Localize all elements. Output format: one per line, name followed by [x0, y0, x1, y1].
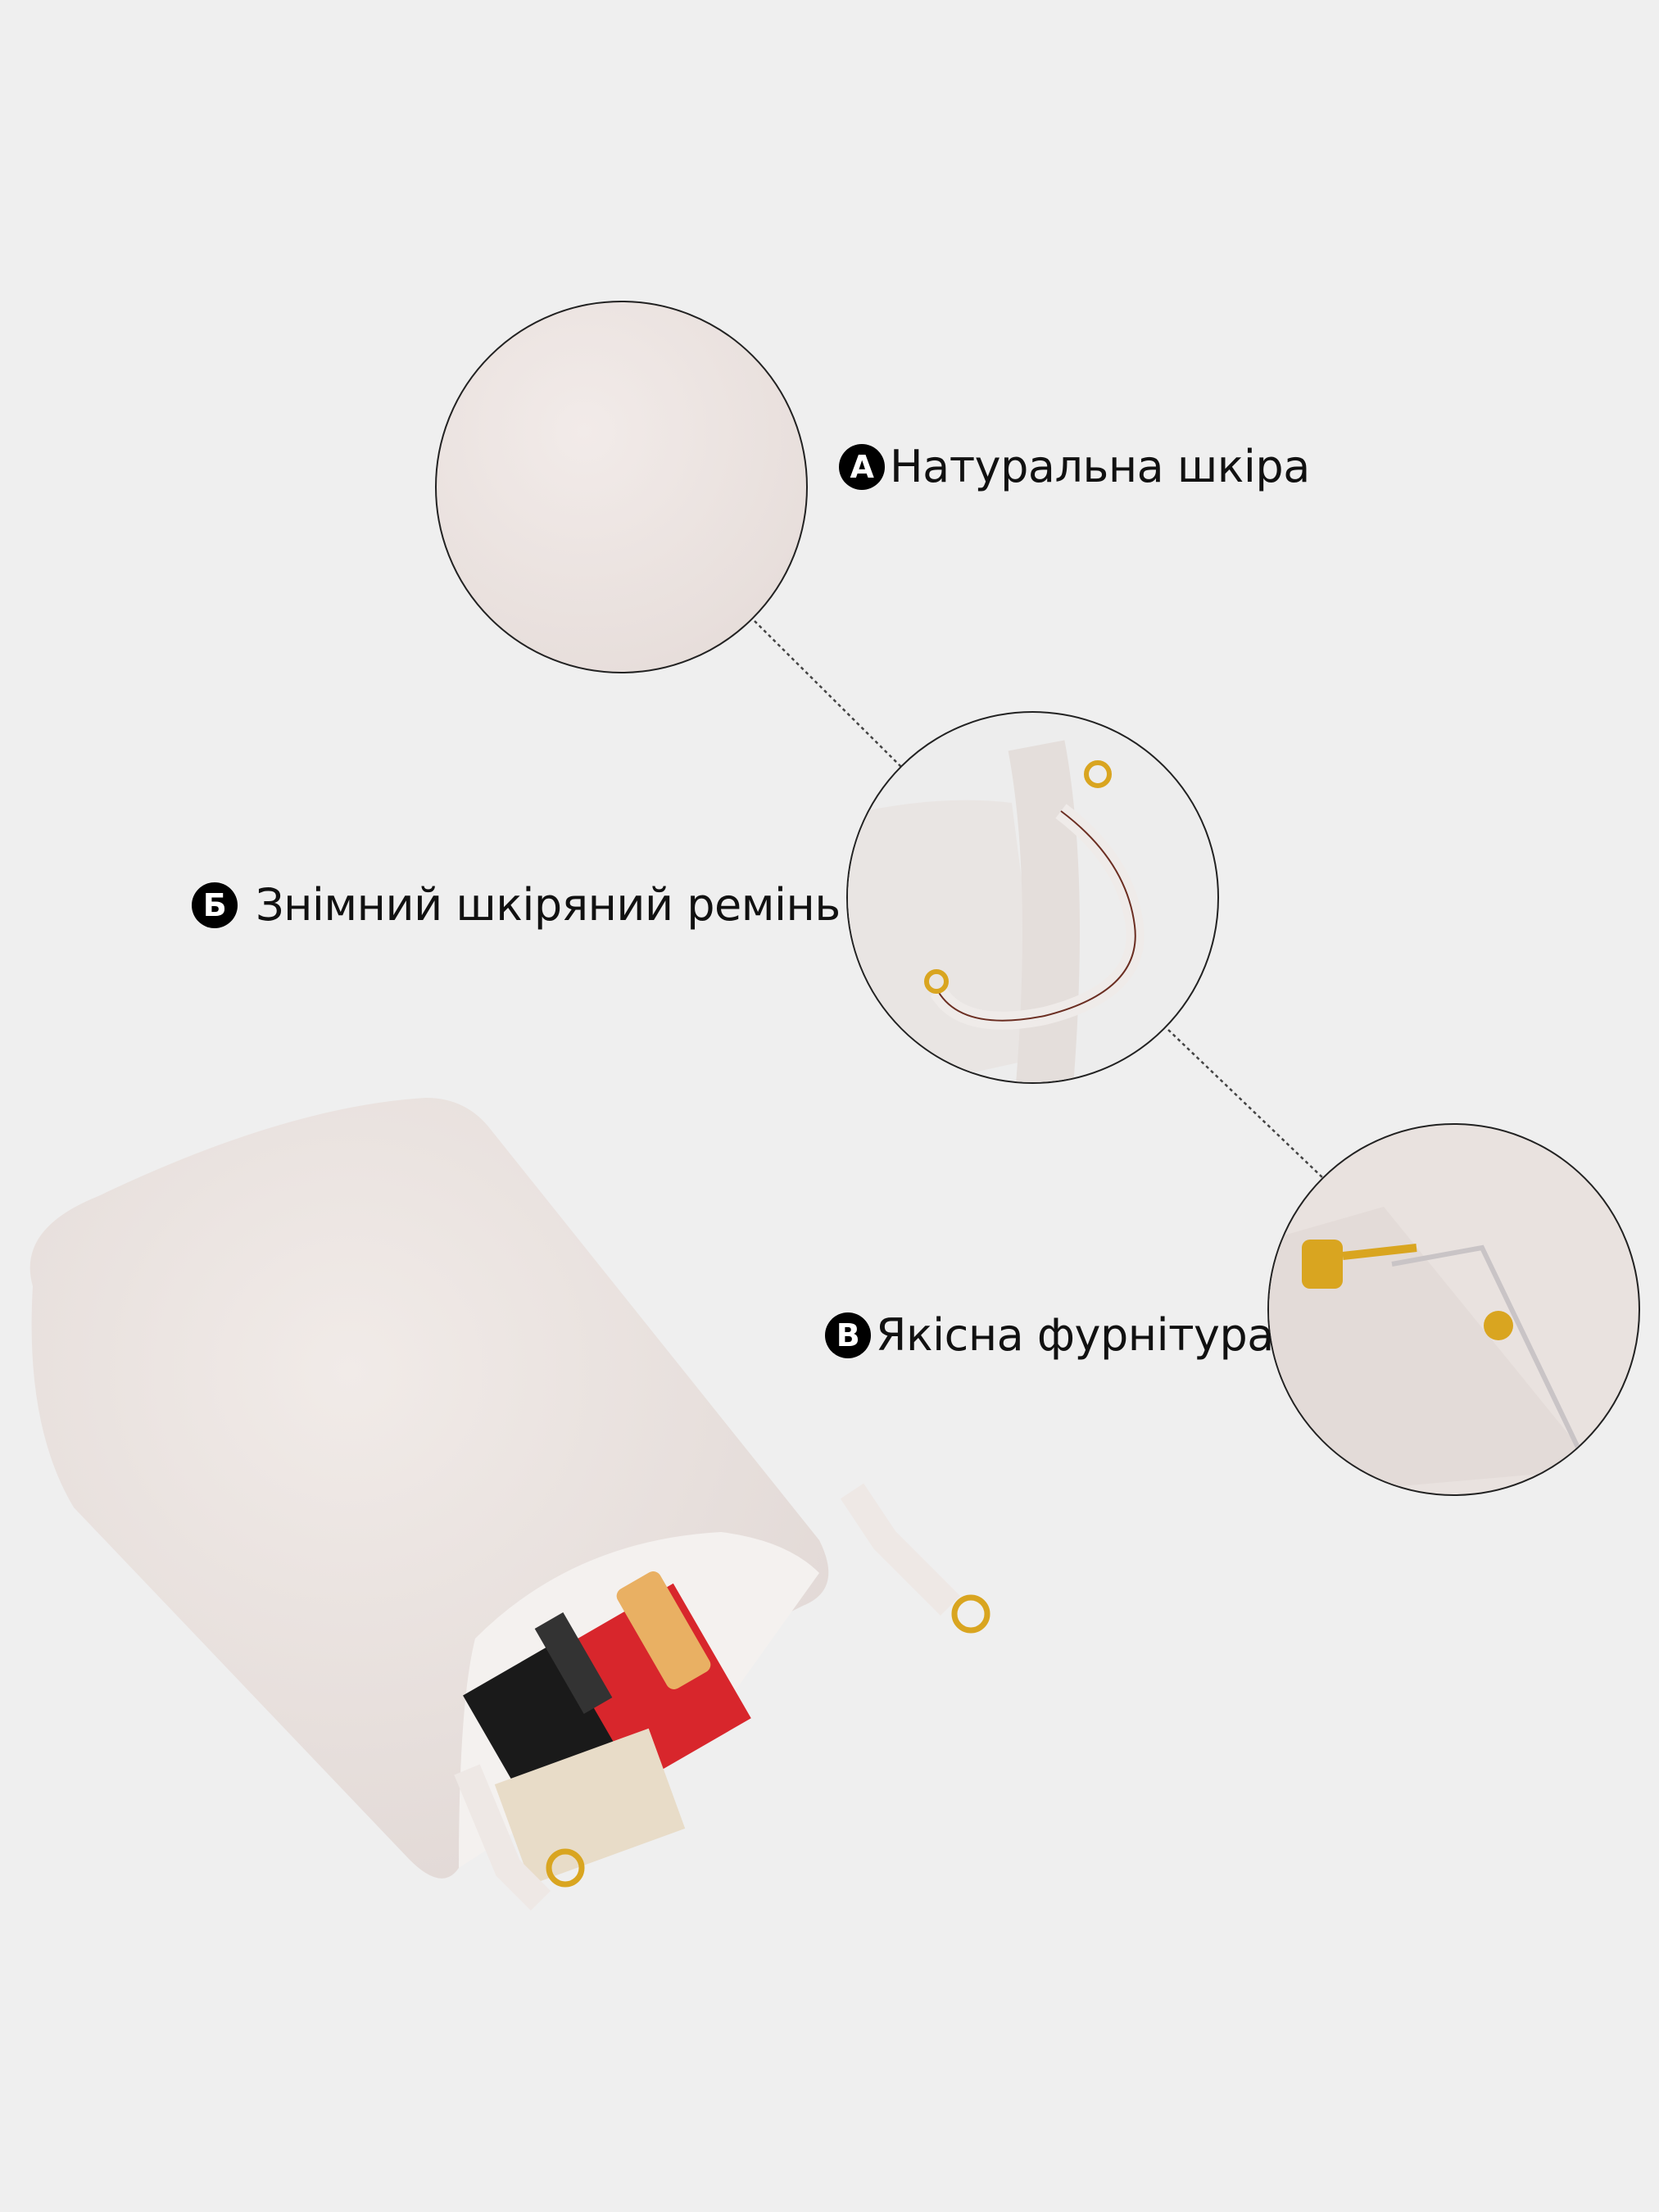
feature-text: Натуральна шкіра — [890, 441, 1310, 492]
badge-a: A — [839, 443, 885, 490]
feature-text: Знімний шкіряний ремінь — [256, 879, 841, 931]
feature-text: Якісна фурнітура — [876, 1309, 1274, 1361]
strap-closeup — [846, 711, 1219, 1084]
leather-texture-closeup — [435, 301, 808, 673]
badge-v: В — [825, 1312, 871, 1358]
feature-label-detachable-strap: Б Знімний шкіряний ремінь — [192, 879, 841, 931]
hardware-closeup — [1267, 1123, 1640, 1496]
feature-label-quality-hardware: В Якісна фурнітура — [825, 1309, 1274, 1361]
bag-image — [29, 1098, 990, 1911]
feature-label-genuine-leather: A Натуральна шкіра — [839, 441, 1310, 492]
badge-b: Б — [192, 882, 238, 928]
